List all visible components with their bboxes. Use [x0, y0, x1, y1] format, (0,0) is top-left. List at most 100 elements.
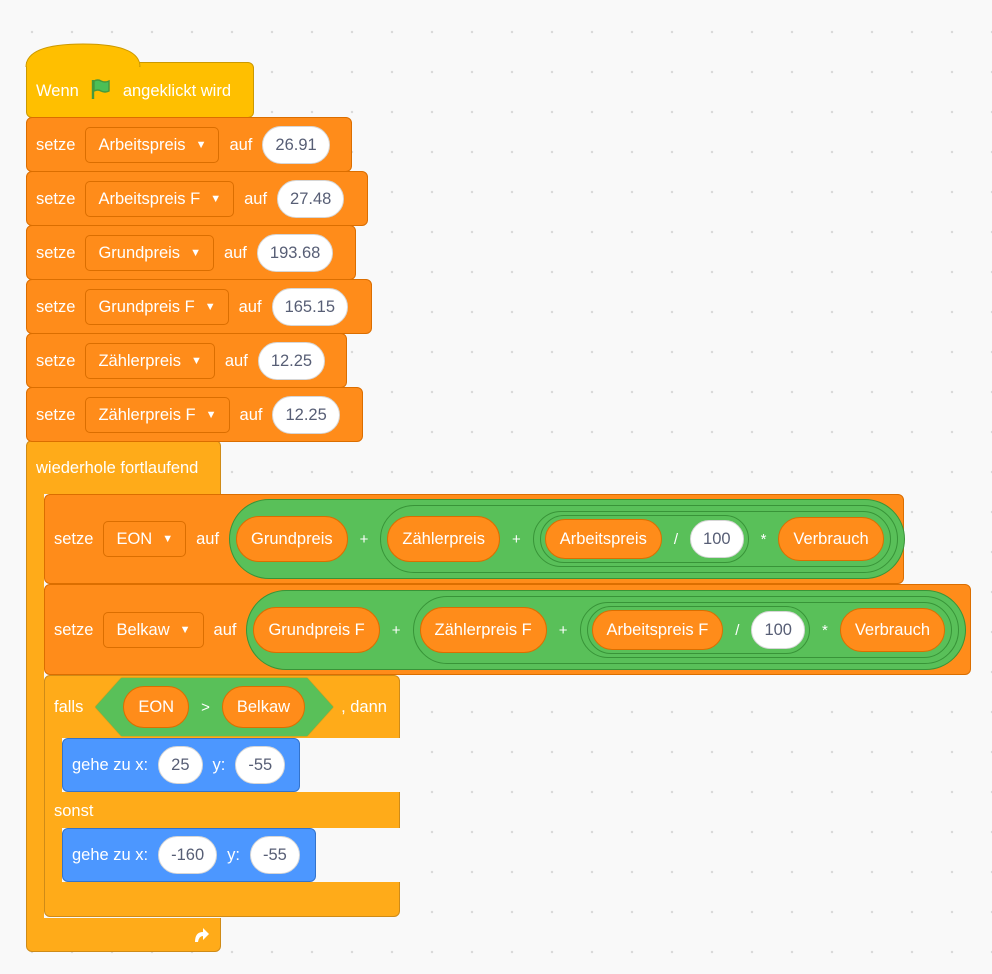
dropdown-value: Zählerpreis [98, 351, 181, 370]
multiply-operator[interactable]: Arbeitspreis F / 100 * Verbrauch [579, 602, 953, 658]
value-input[interactable]: 26.91 [262, 126, 330, 164]
set-belkaw-row: setze Belkaw ▼ auf Grundpreis F + Zählerp… [54, 590, 967, 670]
add-operator[interactable]: Zählerpreis F + Arbeitspreis F / 100 * V… [412, 596, 960, 664]
add-operator[interactable]: Grundpreis + Zählerpreis + Arbeitspreis … [229, 499, 905, 579]
goto-label: gehe zu x: [72, 755, 149, 774]
divide-symbol: / [673, 530, 679, 548]
goto-row: gehe zu x: 25 y: -55 [72, 746, 286, 784]
x-input[interactable]: -160 [158, 836, 218, 874]
variable-dropdown[interactable]: Belkaw ▼ [103, 612, 204, 648]
if-label: falls [54, 697, 84, 716]
number-input[interactable]: 100 [751, 611, 805, 649]
dropdown-value: Grundpreis F [98, 297, 195, 316]
y-input[interactable]: -55 [235, 746, 286, 784]
set-label: setze [54, 620, 94, 639]
set-row: setze Grundpreis F ▼ auf 165.15 [36, 288, 349, 326]
hat-cap-shape [25, 43, 141, 67]
then-label: , dann [341, 697, 387, 716]
plus-symbol: + [558, 621, 568, 639]
multiply-operator[interactable]: Arbeitspreis / 100 * Verbrauch [532, 511, 891, 567]
greater-than-operator[interactable]: EON > Belkaw [95, 678, 333, 736]
divide-operator[interactable]: Arbeitspreis / 100 [539, 515, 749, 563]
set-label: setze [54, 529, 94, 548]
goto-row: gehe zu x: -160 y: -55 [72, 836, 300, 874]
set-label: setze [36, 405, 76, 424]
set-row: setze Zählerpreis ▼ auf 12.25 [36, 342, 326, 380]
set-label: setze [36, 135, 76, 154]
to-label: auf [238, 297, 262, 316]
y-label: y: [227, 845, 241, 864]
variable-reporter[interactable]: Zählerpreis F [419, 607, 547, 653]
set-label: setze [36, 243, 76, 262]
to-label: auf [223, 243, 247, 262]
variable-dropdown[interactable]: Zählerpreis F▼ [85, 397, 230, 433]
dropdown-caret-icon: ▼ [162, 533, 174, 545]
variable-reporter[interactable]: EON [123, 686, 189, 728]
variable-reporter[interactable]: Arbeitspreis [544, 519, 662, 559]
plus-symbol: + [511, 530, 521, 548]
add-operator[interactable]: Zählerpreis + Arbeitspreis / 100 * Verbr… [380, 505, 898, 573]
variable-reporter[interactable]: Verbrauch [778, 517, 884, 561]
variable-dropdown[interactable]: Arbeitspreis▼ [85, 127, 220, 163]
variable-dropdown[interactable]: Grundpreis ▼ [85, 235, 214, 271]
else-label: sonst [54, 801, 94, 820]
dropdown-value: Arbeitspreis F [98, 189, 201, 208]
forever-header: wiederhole fortlaufend [36, 454, 198, 482]
hat-when-label: Wenn [36, 81, 79, 100]
goto-label: gehe zu x: [72, 845, 149, 864]
value-input[interactable]: 12.25 [272, 396, 340, 434]
value-input[interactable]: 165.15 [271, 288, 349, 326]
number-input[interactable]: 100 [690, 520, 744, 558]
dropdown-caret-icon: ▼ [179, 624, 191, 636]
dropdown-caret-icon: ▼ [190, 355, 202, 367]
variable-reporter[interactable]: Arbeitspreis F [591, 610, 724, 650]
multiply-symbol: * [760, 530, 767, 548]
plus-symbol: + [359, 530, 369, 548]
x-input[interactable]: 25 [158, 746, 203, 784]
dropdown-caret-icon: ▼ [190, 247, 201, 259]
to-label: auf [196, 529, 220, 548]
variable-reporter[interactable]: Grundpreis [236, 516, 348, 562]
loop-arrow-icon [190, 924, 212, 946]
to-label: auf [224, 351, 248, 370]
variable-dropdown[interactable]: EON▼ [103, 521, 187, 557]
dropdown-value: Belkaw [116, 620, 170, 639]
greater-than-symbol: > [201, 698, 210, 716]
add-operator[interactable]: Grundpreis F + Zählerpreis F + Arbeitspr… [246, 590, 967, 670]
set-row: setze Zählerpreis F▼ auf 12.25 [36, 396, 340, 434]
value-input[interactable]: 193.68 [256, 234, 334, 272]
to-label: auf [229, 135, 253, 154]
set-label: setze [36, 351, 76, 370]
dropdown-caret-icon: ▼ [204, 301, 216, 313]
variable-reporter[interactable]: Zählerpreis [387, 516, 500, 562]
to-label: auf [244, 189, 268, 208]
divide-symbol: / [735, 621, 740, 639]
variable-reporter[interactable]: Belkaw [222, 686, 305, 728]
set-eon-row: setze EON▼ auf Grundpreis + Zählerpreis … [54, 499, 905, 579]
variable-reporter[interactable]: Grundpreis F [253, 607, 380, 653]
hat-clicked-label: angeklickt wird [122, 81, 232, 100]
variable-dropdown[interactable]: Zählerpreis ▼ [85, 343, 215, 379]
set-label: setze [36, 189, 76, 208]
variable-dropdown[interactable]: Grundpreis F ▼ [85, 289, 229, 325]
variable-reporter[interactable]: Verbrauch [839, 608, 946, 652]
value-input[interactable]: 27.48 [277, 180, 345, 218]
value-input[interactable]: 12.25 [257, 342, 326, 380]
hat-content: Wenn angeklickt wird [36, 76, 231, 106]
multiply-symbol: * [821, 621, 828, 639]
divide-operator[interactable]: Arbeitspreis F / 100 [586, 606, 810, 654]
to-label: auf [213, 620, 237, 639]
dropdown-caret-icon: ▼ [195, 139, 207, 151]
set-row: setze Arbeitspreis▼ auf 26.91 [36, 126, 330, 164]
if-header: falls EON > Belkaw , dann [54, 677, 387, 737]
y-input[interactable]: -55 [250, 836, 300, 874]
variable-dropdown[interactable]: Arbeitspreis F ▼ [85, 181, 235, 217]
set-row: setze Arbeitspreis F ▼ auf 27.48 [36, 180, 345, 218]
green-flag-icon [89, 77, 113, 106]
set-label: setze [36, 297, 76, 316]
dropdown-caret-icon: ▼ [210, 193, 222, 205]
dropdown-value: Zählerpreis F [98, 405, 196, 424]
to-label: auf [239, 405, 263, 424]
dropdown-value: Grundpreis [98, 243, 181, 262]
y-label: y: [212, 755, 226, 774]
